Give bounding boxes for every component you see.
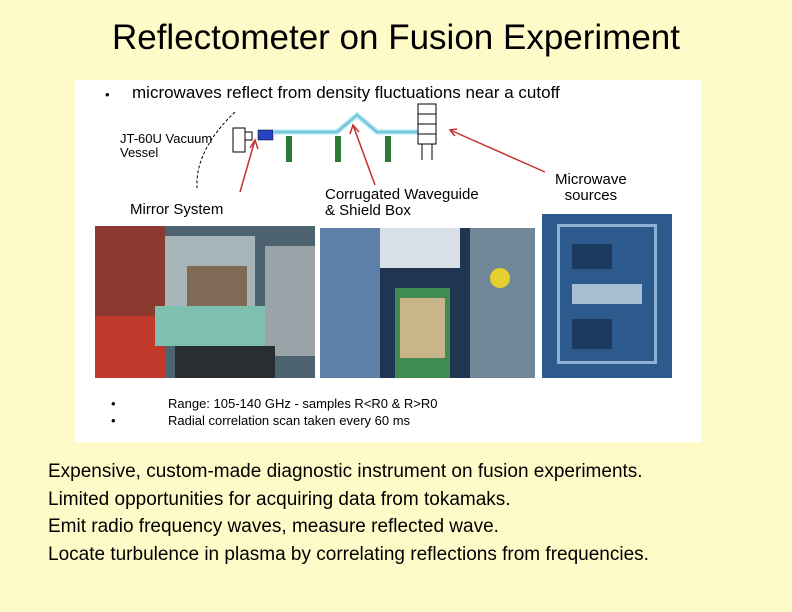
vessel-outline	[196, 111, 236, 189]
figure-bullet-range: Range: 105-140 GHz - samples R<R0 & R>R0	[168, 396, 438, 411]
support-post	[385, 136, 391, 162]
photo-microwave-sources	[542, 214, 672, 378]
figure-top-bullet: microwaves reflect from density fluctuat…	[132, 83, 560, 102]
waveguide-schematic	[196, 103, 546, 193]
bullet-marker: •	[111, 413, 116, 428]
body-line-2: Limited opportunities for acquiring data…	[48, 488, 511, 510]
support-post	[335, 136, 341, 162]
slide-title: Reflectometer on Fusion Experiment	[111, 18, 681, 57]
label-mirror-system: Mirror System	[130, 201, 224, 218]
pointer-arrows	[239, 123, 546, 193]
photo-mirror-system	[95, 226, 315, 378]
photo-waveguide-shield-box	[320, 228, 535, 378]
bullet-marker: •	[105, 87, 110, 102]
label-microwave-sources: Microwave sources	[555, 171, 627, 204]
support-post	[286, 136, 292, 162]
figure-panel: • microwaves reflect from density fluctu…	[75, 80, 701, 442]
body-line-1: Expensive, custom-made diagnostic instru…	[48, 461, 643, 482]
vessel-port	[232, 127, 246, 153]
label-vacuum-vessel: JT-60U Vacuum Vessel	[120, 131, 213, 160]
body-text: Expensive, custom-made diagnostic instru…	[48, 458, 649, 568]
mirror-block	[257, 129, 274, 141]
figure-bullet-correlation: Radial correlation scan taken every 60 m…	[168, 413, 411, 428]
body-line-3: Emit radio frequency waves, measure refl…	[48, 516, 499, 537]
bullet-marker: •	[111, 396, 116, 411]
label-corrugated-waveguide: Corrugated Waveguide & Shield Box	[325, 186, 479, 219]
body-line-4: Locate turbulence in plasma by correlati…	[48, 543, 649, 565]
